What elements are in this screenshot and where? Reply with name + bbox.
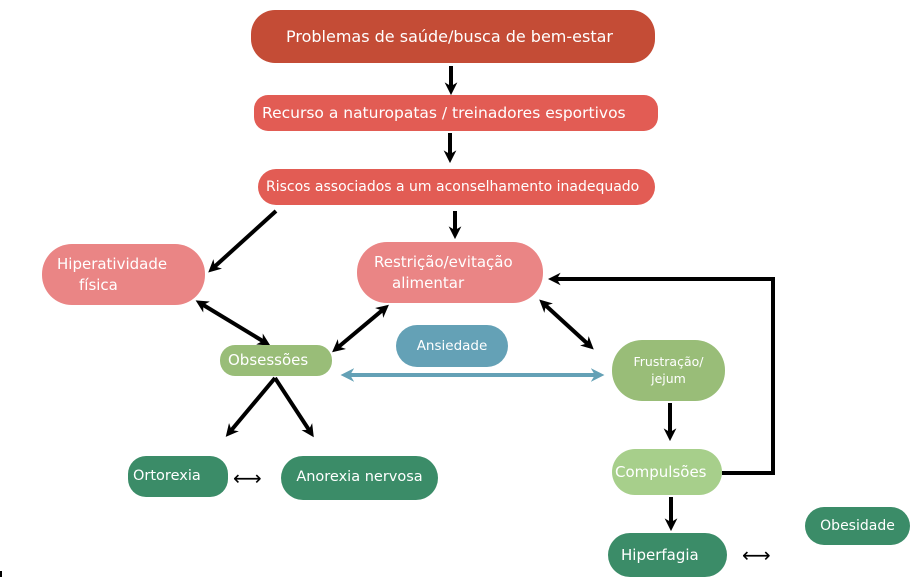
node-hyperactivity: Hiperatividade física (42, 244, 205, 305)
arrow-obsessions-to-anorexia (273, 376, 314, 438)
arrow-hyperactivity-obsessions (195, 300, 271, 346)
node-frustration: Frustração/ jejum (612, 340, 725, 401)
bidirectional-orthorexia-anorexia: ⟷ (233, 466, 262, 490)
node-recourse: Recurso a naturopatas / treinadores espo… (254, 95, 658, 131)
node-anxiety: Ansiedade (396, 325, 508, 367)
node-risks: Riscos associados a um aconselhamento in… (258, 169, 655, 205)
node-label-line1: Frustração/ (633, 353, 704, 369)
arrow-risks-to-hyperactivity (208, 209, 278, 273)
node-label: Ortorexia (133, 467, 201, 484)
arrow-restriction-obsessions (332, 304, 389, 353)
node-label: Problemas de saúde/busca de bem-estar (286, 26, 613, 46)
node-label: Hiperfagia (621, 545, 699, 564)
node-label-line2: jejum (651, 370, 686, 386)
node-hyperphagia: Hiperfagia (608, 533, 727, 577)
node-label-line2: física (79, 275, 118, 294)
node-label-line2: alimentar (392, 273, 465, 292)
node-obsessions: Obsessões (220, 345, 332, 376)
node-orthorexia: Ortorexia (128, 456, 228, 497)
arrow-obsessions-to-orthorexia (225, 376, 277, 437)
node-health-problems: Problemas de saúde/busca de bem-estar (251, 10, 655, 63)
node-obesity: Obesidade (805, 507, 910, 545)
node-restriction: Restrição/evitação alimentar (357, 242, 543, 303)
arrow-restriction-frustration (539, 299, 594, 350)
corner-mark (0, 571, 2, 577)
node-compulsions: Compulsões (612, 449, 722, 495)
node-label: Ansiedade (416, 337, 488, 354)
node-label-line1: Restrição/evitação (374, 253, 513, 272)
node-label-line1: Hiperatividade (57, 255, 168, 274)
node-label: Obesidade (820, 517, 895, 534)
node-label: Compulsões (615, 462, 707, 481)
node-label: Obsessões (228, 351, 309, 370)
node-label: Riscos associados a um aconselhamento in… (266, 178, 640, 195)
bidirectional-hyperphagia-obesity: ⟷ (742, 543, 771, 567)
node-label: Recurso a naturopatas / treinadores espo… (262, 103, 626, 122)
node-label: Anorexia nervosa (296, 469, 423, 486)
loop-compulsions-to-restriction (547, 272, 775, 475)
node-anorexia: Anorexia nervosa (281, 456, 438, 500)
